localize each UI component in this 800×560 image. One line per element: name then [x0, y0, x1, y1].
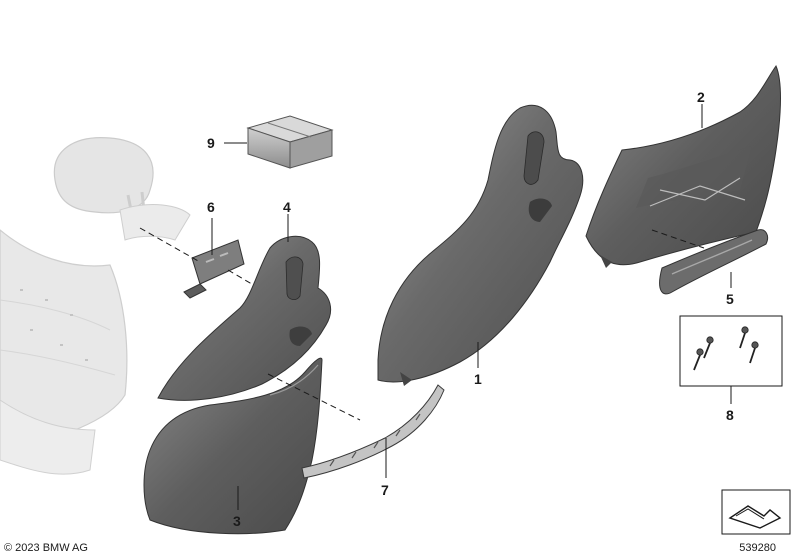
- part-3-side-cover: [143, 357, 323, 535]
- callout-1: 1: [474, 371, 482, 387]
- part-9-box: [246, 115, 334, 169]
- callout-2: 2: [697, 89, 705, 105]
- callout-6: 6: [207, 199, 215, 215]
- callout-8: 8: [726, 407, 734, 423]
- callout-9: 9: [207, 135, 215, 151]
- part-1-seat-back-shell: [377, 104, 584, 386]
- part-7-trim-strip: [301, 384, 445, 479]
- callout-3: 3: [233, 513, 241, 529]
- dash-2: [651, 229, 705, 249]
- callout-4: 4: [283, 199, 291, 215]
- callout-7: 7: [381, 482, 389, 498]
- copyright-text: © 2023 BMW AG: [4, 542, 88, 554]
- part-5-handle: [659, 229, 769, 295]
- image-number: 539280: [739, 542, 776, 554]
- orientation-icon: [721, 489, 791, 535]
- ghost-seat: [0, 137, 191, 475]
- part-2-rear-panel: [585, 64, 781, 268]
- part-6-bracket: [183, 239, 245, 299]
- callout-5: 5: [726, 291, 734, 307]
- part-4-seat-back: [157, 235, 332, 401]
- dash-3: [267, 373, 361, 421]
- part-8-screws: [679, 315, 783, 387]
- screw-icon: [693, 326, 759, 371]
- dash-6: [139, 227, 201, 263]
